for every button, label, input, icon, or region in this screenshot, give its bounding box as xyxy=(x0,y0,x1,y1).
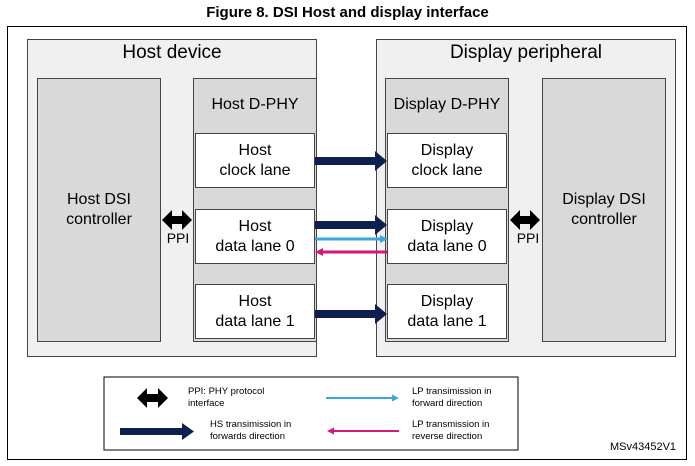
legend-lp-reverse-line1: LP transmission in xyxy=(412,419,490,430)
host-data-lane-1-line2: data lane 1 xyxy=(215,312,295,330)
legend-ppi-line2: interface xyxy=(188,398,225,409)
display-data-lane-0: Display data lane 0 xyxy=(387,209,507,264)
display-dsi-controller-line1: Display DSI xyxy=(562,191,646,208)
host-data-lane-0-line1: Host xyxy=(238,217,272,235)
host-ppi-double-arrow xyxy=(162,210,192,230)
hs-data-lane-1-arrow xyxy=(315,304,387,324)
display-clock-lane-line2: clock lane xyxy=(411,161,483,179)
legend-hs-line1: HS transimission in xyxy=(210,419,292,430)
legend-lp-reverse-icon xyxy=(327,427,399,435)
legend-ppi-line1: PPI: PHY protocol xyxy=(188,386,265,397)
host-ppi-label: PPI xyxy=(166,230,190,246)
host-data-lane-1: Host data lane 1 xyxy=(195,284,315,339)
lp-forward-arrow xyxy=(315,235,388,243)
display-peripheral-title: Display peripheral xyxy=(449,42,603,63)
legend-ppi-icon xyxy=(137,388,168,408)
host-device-title: Host device xyxy=(122,42,222,63)
legend-hs-line2: forwards direction xyxy=(210,431,285,442)
display-dsi-controller-line2: controller xyxy=(571,211,637,228)
display-data-lane-1-line2: data lane 1 xyxy=(407,312,487,330)
host-dphy-title: Host D-PHY xyxy=(211,96,299,113)
display-clock-lane-line1: Display xyxy=(420,141,474,159)
host-dsi-controller: Host DSI controller xyxy=(37,78,161,342)
legend-lp-forward-text: LP transimission in forward direction xyxy=(412,386,492,410)
display-ppi-double-arrow xyxy=(510,210,540,230)
host-dsi-controller-line1: Host DSI xyxy=(66,191,131,208)
display-ppi-label: PPI xyxy=(516,230,540,246)
legend-lp-forward-icon xyxy=(326,394,399,402)
host-dsi-controller-line2: controller xyxy=(66,211,132,228)
display-data-lane-1-line1: Display xyxy=(420,292,474,310)
legend-lp-reverse-text: LP transmission in reverse direction xyxy=(412,419,489,443)
host-data-lane-0-line2: data lane 0 xyxy=(215,237,295,255)
host-data-lane-1-line1: Host xyxy=(238,292,272,310)
display-clock-lane: Display clock lane xyxy=(387,133,507,188)
legend-hs-icon xyxy=(120,423,194,440)
document-id: MSv43452V1 xyxy=(610,441,677,453)
legend-lp-reverse-line2: reverse direction xyxy=(412,431,483,442)
hs-data-lane-0-arrow xyxy=(315,215,387,235)
figure-frame xyxy=(7,26,687,460)
legend-lp-forward-line1: LP transimission in xyxy=(412,386,492,397)
legend-hs-text: HS transimission in forwards direction xyxy=(210,419,291,443)
display-data-lane-1: Display data lane 1 xyxy=(387,284,507,339)
display-data-lane-0-line1: Display xyxy=(420,217,474,235)
legend-ppi-text: PPI: PHY protocol interface xyxy=(188,386,264,410)
display-data-lane-0-line2: data lane 0 xyxy=(407,237,487,255)
lp-reverse-arrow xyxy=(315,248,387,256)
host-clock-lane-line2: clock lane xyxy=(219,161,291,179)
display-dsi-controller: Display DSI controller xyxy=(542,78,666,342)
host-clock-lane-line1: Host xyxy=(238,141,272,159)
host-clock-lane: Host clock lane xyxy=(195,133,315,188)
figure-title: Figure 8. DSI Host and display interface xyxy=(206,4,489,21)
display-dphy-title: Display D-PHY xyxy=(393,96,501,113)
host-data-lane-0: Host data lane 0 xyxy=(195,209,315,264)
legend-box xyxy=(103,376,519,451)
hs-clock-lane-arrow xyxy=(315,151,387,171)
legend-lp-forward-line2: forward direction xyxy=(412,398,483,409)
